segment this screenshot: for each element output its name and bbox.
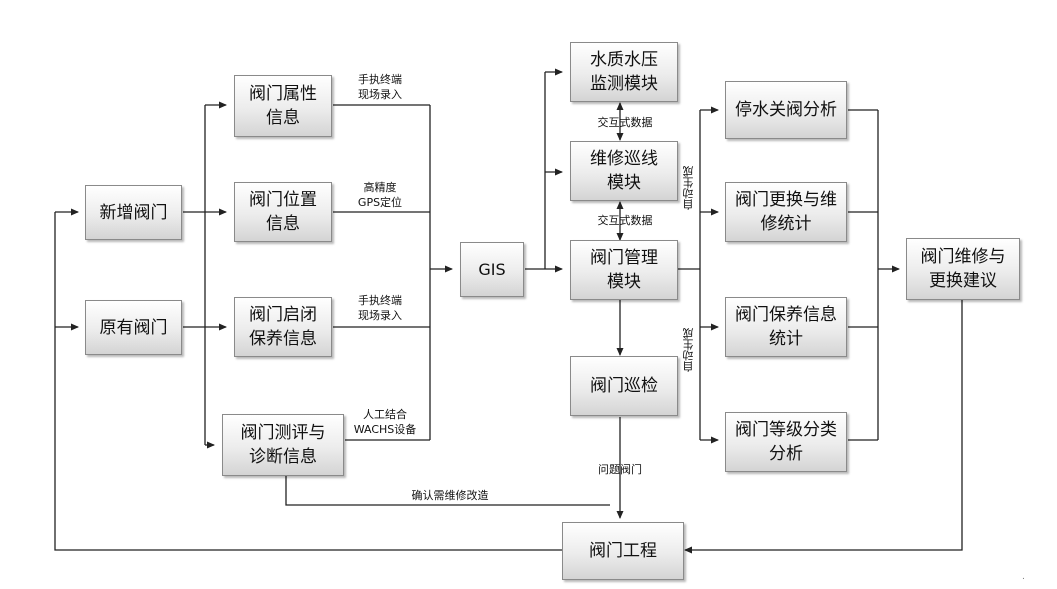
node-valve-attr-line2: 信息 <box>266 108 300 128</box>
label-handheld-1-line1: 手执终端 <box>358 73 402 86</box>
node-valve-eval: 阀门测评与 诊断信息 <box>222 414 344 476</box>
node-patrol-label: 阀门巡检 <box>590 376 658 396</box>
node-water-module-line1: 水质水压 <box>590 50 658 70</box>
node-water-module-line2: 监测模块 <box>590 74 658 94</box>
label-gps: 高精度 GPS定位 <box>345 180 415 210</box>
node-mgmt-module-line1: 阀门管理 <box>590 248 658 268</box>
label-handheld-2-line1: 手执终端 <box>358 294 402 307</box>
node-grade-analysis: 阀门等级分类 分析 <box>725 412 847 472</box>
label-interactive-2-text: 交互式数据 <box>597 214 653 227</box>
label-gps-line2: GPS定位 <box>357 196 403 209</box>
node-grade-analysis-line2: 分析 <box>769 444 803 464</box>
node-gis-label: GIS <box>478 259 506 279</box>
node-advice-line2: 更换建议 <box>929 271 997 291</box>
node-valve-eval-line1: 阀门测评与 <box>240 423 326 443</box>
node-replace-stats: 阀门更换与维 修统计 <box>725 182 847 242</box>
node-valve-pos: 阀门位置 信息 <box>234 182 332 242</box>
corner-mark: . <box>1022 572 1025 582</box>
node-replace-stats-line1: 阀门更换与维 <box>735 190 837 210</box>
node-gis: GIS <box>460 242 524 297</box>
node-mgmt-module-line2: 模块 <box>607 272 641 292</box>
node-valve-attr: 阀门属性 信息 <box>234 75 332 137</box>
label-interactive-1-text: 交互式数据 <box>597 116 653 129</box>
node-new-valve-label: 新增阀门 <box>99 202 168 223</box>
node-maint-stats-line1: 阀门保养信息 <box>735 305 837 325</box>
node-existing-valve-label: 原有阀门 <box>99 317 168 338</box>
node-advice: 阀门维修与 更换建议 <box>906 238 1020 300</box>
label-auto-gen-2: 自动生成 <box>682 328 695 372</box>
node-water-module: 水质水压 监测模块 <box>570 42 678 102</box>
edge-project-loop <box>54 212 562 551</box>
node-valve-pos-line2: 信息 <box>266 214 300 234</box>
node-valve-eval-line2: 诊断信息 <box>249 447 317 467</box>
edge-eval-to-project <box>285 476 610 506</box>
node-existing-valve: 原有阀门 <box>85 300 182 355</box>
node-valve-open: 阀门启闭 保养信息 <box>234 297 332 357</box>
node-stop-analysis-label: 停水关阀分析 <box>735 100 837 120</box>
label-manual-wachs-line2: WACHS设备 <box>353 423 417 436</box>
label-confirm-repair-text: 确认需维修改造 <box>411 489 489 502</box>
label-handheld-1: 手执终端 现场录入 <box>345 72 415 102</box>
label-manual-wachs: 人工结合 WACHS设备 <box>345 407 425 437</box>
node-repair-module-line2: 模块 <box>607 173 641 193</box>
node-maint-stats: 阀门保养信息 统计 <box>725 297 847 357</box>
label-problem-valve: 问题阀门 <box>585 462 655 477</box>
label-interactive-1: 交互式数据 <box>585 115 665 130</box>
edge-advice-to-project <box>684 300 963 554</box>
node-valve-open-line2: 保养信息 <box>249 329 317 349</box>
node-valve-attr-line1: 阀门属性 <box>249 84 317 104</box>
label-handheld-2-line2: 现场录入 <box>358 309 402 322</box>
node-mgmt-module: 阀门管理 模块 <box>570 240 678 300</box>
label-manual-wachs-line1: 人工结合 <box>363 408 407 421</box>
node-project-label: 阀门工程 <box>589 541 657 561</box>
node-stop-analysis: 停水关阀分析 <box>725 81 847 139</box>
node-valve-pos-line1: 阀门位置 <box>249 190 317 210</box>
node-valve-open-line1: 阀门启闭 <box>249 305 317 325</box>
node-new-valve: 新增阀门 <box>85 185 182 240</box>
label-handheld-1-line2: 现场录入 <box>358 88 402 101</box>
label-confirm-repair: 确认需维修改造 <box>390 488 510 503</box>
label-handheld-2: 手执终端 现场录入 <box>345 293 415 323</box>
label-interactive-2: 交互式数据 <box>585 213 665 228</box>
node-maint-stats-line2: 统计 <box>769 329 803 349</box>
node-replace-stats-line2: 修统计 <box>760 214 812 234</box>
node-advice-line1: 阀门维修与 <box>920 247 1006 267</box>
node-patrol: 阀门巡检 <box>570 356 678 416</box>
node-repair-module: 维修巡线 模块 <box>570 141 678 201</box>
node-project: 阀门工程 <box>562 522 684 580</box>
label-problem-valve-text: 问题阀门 <box>598 463 642 476</box>
node-grade-analysis-line1: 阀门等级分类 <box>735 420 837 440</box>
label-gps-line1: 高精度 <box>363 181 397 194</box>
label-auto-gen-1: 自动生成 <box>682 166 695 210</box>
node-repair-module-line1: 维修巡线 <box>590 149 658 169</box>
